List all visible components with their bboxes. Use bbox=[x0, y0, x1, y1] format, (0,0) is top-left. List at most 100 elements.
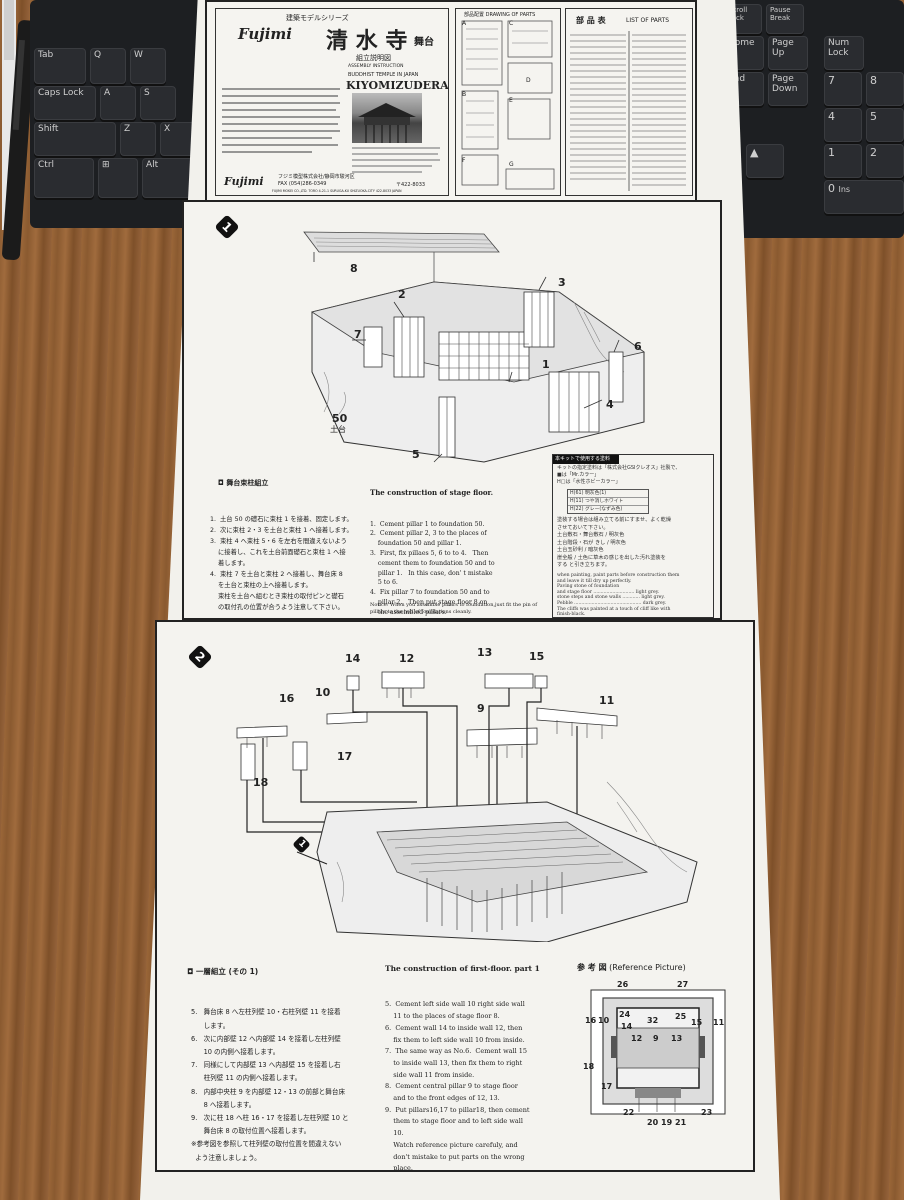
series-label: 建築モデルシリーズ bbox=[286, 14, 349, 22]
key-pause-break[interactable]: Pause Break bbox=[766, 4, 804, 34]
step1-illustration bbox=[303, 231, 645, 463]
callout-15: 15 bbox=[529, 650, 545, 663]
key-num-4[interactable]: 4 bbox=[824, 108, 862, 142]
step2-instructions-jp: 5. 舞台床 8 へ左柱列壁 10・右柱列壁 11 を接着 します。6. 次に内… bbox=[191, 1008, 349, 1162]
header-panel: 建築モデルシリーズ Fujimi 清 水 寺 舞台 組立説明図 ASSEMBLY… bbox=[205, 0, 697, 202]
callout-8: 8 bbox=[350, 262, 358, 275]
key-shift[interactable]: Shift bbox=[34, 122, 116, 156]
parts-heading-jp: 部 品 表 bbox=[576, 16, 606, 25]
key-tab[interactable]: Tab bbox=[34, 48, 86, 84]
ref-label-25: 25 bbox=[675, 1012, 687, 1021]
key-num-5[interactable]: 5 bbox=[866, 108, 904, 142]
paint-note-jp: 塗装する場合は組み立てる前にすませ、よく乾燥させておいて下さい。土台敷石・舞台敷… bbox=[557, 517, 672, 568]
sprue-label-f: F bbox=[462, 157, 466, 164]
assembly-label: ASSEMBLY INSTRUCTION bbox=[348, 64, 404, 69]
paint-heading: 本キットで使用する塗料 bbox=[553, 455, 619, 464]
paint-color-table: H(61) 明灰色(1) H(11) つや消しホワイト H(22) グレー(なず… bbox=[567, 489, 649, 514]
company-address: フジミ模型株式会社/静岡市駿河区 bbox=[278, 174, 355, 180]
ref-label-15: 15 bbox=[691, 1018, 703, 1027]
ref-label-32: 32 bbox=[647, 1016, 659, 1025]
callout-foundation-jp: 土台 bbox=[330, 425, 346, 434]
callout-5: 5 bbox=[412, 448, 420, 461]
key-page-up[interactable]: Page Up bbox=[768, 36, 808, 70]
step-box-icon: ◘ bbox=[218, 479, 224, 487]
reference-picture bbox=[590, 989, 726, 1115]
sprue-label-d: D bbox=[526, 77, 531, 84]
key-z[interactable]: Z bbox=[120, 122, 156, 156]
drawing-of-parts: 部品配置 DRAWING OF PARTS A C D B E F G bbox=[455, 8, 561, 196]
list-of-parts: 部 品 表 LIST OF PARTS bbox=[565, 8, 693, 196]
temple-photo bbox=[352, 93, 422, 143]
key-arrow-up[interactable]: ▲ bbox=[746, 144, 784, 178]
callout-17: 17 bbox=[337, 750, 353, 763]
brand-logo-footer: Fujimi bbox=[224, 175, 264, 188]
ref-label-24: 24 bbox=[619, 1010, 631, 1019]
step2-illustration bbox=[236, 671, 698, 942]
fax-number: FAX (054)286-0349 bbox=[278, 181, 327, 187]
callout-16: 16 bbox=[279, 692, 295, 705]
ref-label-17: 17 bbox=[601, 1082, 613, 1091]
step2-heading-jp: ◘ 一層組立 (その 1) bbox=[187, 967, 259, 976]
key-caps-lock[interactable]: Caps Lock bbox=[34, 86, 96, 120]
callout-6: 6 bbox=[634, 340, 642, 353]
ref-label-27: 27 bbox=[677, 980, 689, 989]
key-num-2[interactable]: 2 bbox=[866, 144, 904, 178]
key-w[interactable]: W bbox=[130, 48, 166, 84]
temple-en: BUDDHIST TEMPLE IN JAPAN bbox=[348, 72, 419, 78]
parts-table bbox=[570, 31, 686, 191]
title-jp: 清 水 寺 bbox=[326, 28, 408, 54]
key-num-lock[interactable]: Num Lock bbox=[824, 36, 864, 70]
key-a[interactable]: A bbox=[100, 86, 136, 120]
keyboard-left: Tab Q W Caps Lock A S Shift Z X Ctrl ⊞ A… bbox=[30, 0, 210, 228]
step1-number: 1 bbox=[214, 214, 240, 240]
key-windows[interactable]: ⊞ bbox=[98, 158, 138, 198]
callout-18: 18 bbox=[253, 776, 269, 789]
step1-notice: Notice: When you assemble pillars to fou… bbox=[370, 602, 538, 615]
ref-label-21: 21 bbox=[675, 1118, 687, 1127]
callout-50: 50 bbox=[332, 412, 348, 425]
step2-heading-en: The construction of first-floor. part 1 bbox=[385, 964, 540, 973]
callout-14: 14 bbox=[345, 652, 361, 665]
step1-panel: 1 bbox=[182, 200, 722, 620]
key-ctrl[interactable]: Ctrl bbox=[34, 158, 94, 198]
sprue-label-a: A bbox=[462, 20, 467, 27]
key-x[interactable]: X bbox=[160, 122, 196, 156]
key-num-7[interactable]: 7 bbox=[824, 72, 862, 106]
key-num-1[interactable]: 1 bbox=[824, 144, 862, 178]
key-s[interactable]: S bbox=[140, 86, 176, 120]
english-description-lines bbox=[352, 147, 440, 173]
key-num-8[interactable]: 8 bbox=[866, 72, 904, 106]
key-q[interactable]: Q bbox=[90, 48, 126, 84]
title-en: KIYOMIZUDERA bbox=[346, 79, 449, 92]
sprue-label-b: B bbox=[462, 91, 467, 98]
step-box-icon: ◘ bbox=[187, 967, 194, 976]
step1-instructions-en: 1. Cement pillar 1 to foundation 50.2. C… bbox=[370, 520, 495, 616]
description-text-lines bbox=[222, 88, 340, 153]
ref-label-16: 16 bbox=[585, 1016, 597, 1025]
postal-code: 〒422-8033 bbox=[396, 182, 426, 188]
pen bbox=[0, 0, 36, 275]
ref-label-18: 18 bbox=[583, 1062, 595, 1071]
sprue-label-g: G bbox=[509, 161, 514, 168]
parts-heading-en: LIST OF PARTS bbox=[626, 17, 670, 24]
step1-heading-en: The construction of stage floor. bbox=[370, 488, 494, 497]
callout-4: 4 bbox=[606, 398, 614, 411]
sprue-label-e: E bbox=[509, 97, 513, 104]
ref-label-23: 23 bbox=[701, 1108, 713, 1117]
drawing-heading: 部品配置 DRAWING OF PARTS bbox=[464, 12, 536, 18]
title-suffix: 舞台 bbox=[414, 37, 434, 48]
key-num-0[interactable]: 0 Ins bbox=[824, 180, 904, 214]
callout-9: 9 bbox=[477, 702, 485, 715]
callout-3: 3 bbox=[558, 276, 566, 289]
step1-heading-jp: ◘ 舞台束柱組立 bbox=[218, 479, 269, 487]
key-page-down[interactable]: Page Down bbox=[768, 72, 808, 106]
callout-10: 10 bbox=[315, 686, 331, 699]
ref-label-11: 11 bbox=[713, 1018, 725, 1027]
ref-label-19: 19 bbox=[661, 1118, 673, 1127]
paint-info-box: 本キットで使用する塗料 キットの指定塗料は「株式会社GSIクレオス」社製で、■は… bbox=[552, 454, 714, 618]
ref-label-22: 22 bbox=[623, 1108, 635, 1117]
step2-number: 2 bbox=[187, 644, 213, 670]
brand-logo: Fujimi bbox=[238, 25, 292, 43]
callout-13: 13 bbox=[477, 646, 493, 659]
callout-2: 2 bbox=[398, 288, 406, 301]
